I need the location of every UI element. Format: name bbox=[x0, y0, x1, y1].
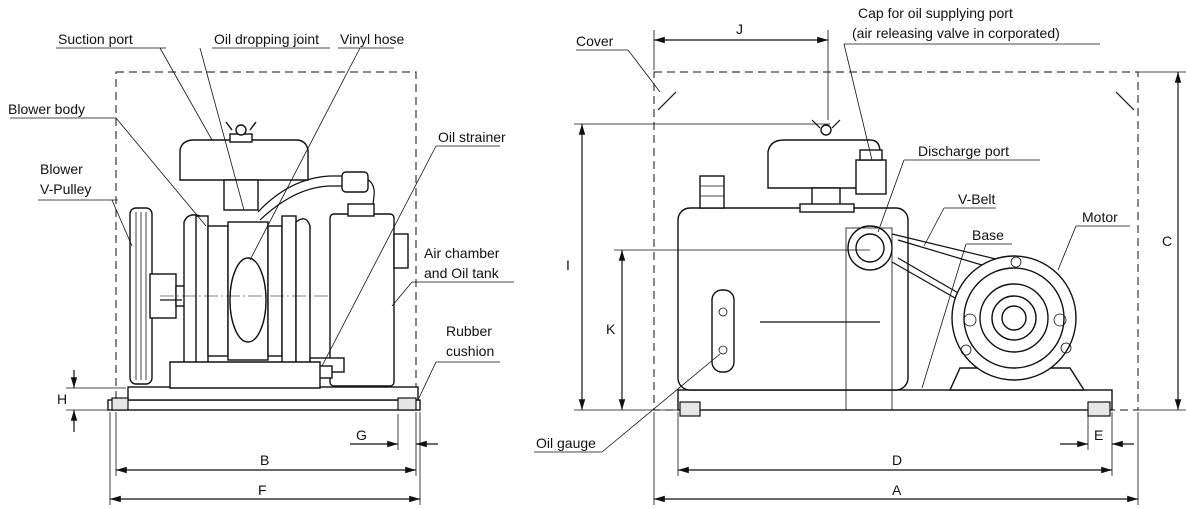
dim-label-h: H bbox=[57, 391, 67, 407]
rubber-cushion-left bbox=[111, 397, 129, 411]
side-base-plate bbox=[107, 399, 421, 411]
label-air-chamber-2: and Oil tank bbox=[424, 265, 500, 281]
side-vinyl-hose bbox=[257, 175, 375, 215]
label-v-belt: V-Belt bbox=[958, 191, 995, 207]
label-oil-gauge: Oil gauge bbox=[536, 435, 596, 451]
label-blower-vpulley-1: Blower bbox=[40, 161, 83, 177]
dim-label-i: I bbox=[566, 257, 570, 273]
air-chamber-oil-tank bbox=[309, 203, 409, 387]
front-cover-outline bbox=[653, 71, 1139, 411]
dim-label-d: D bbox=[892, 452, 902, 468]
suction-port-cap bbox=[179, 121, 309, 211]
side-dimensions: B F G H bbox=[57, 370, 438, 505]
front-view bbox=[653, 71, 1139, 417]
label-discharge-port: Discharge port bbox=[918, 143, 1009, 159]
dim-label-g: G bbox=[356, 427, 367, 443]
side-view bbox=[107, 71, 421, 411]
dim-label-k: K bbox=[606, 321, 616, 337]
label-oil-dropping-joint: Oil dropping joint bbox=[214, 31, 319, 47]
dim-label-e: E bbox=[1094, 427, 1103, 443]
front-base bbox=[677, 389, 1113, 411]
label-cap-1: Cap for oil supplying port bbox=[858, 5, 1013, 21]
label-air-chamber-1: Air chamber bbox=[424, 245, 500, 261]
front-dimensions: J C I K A D E bbox=[566, 21, 1186, 505]
dim-label-j: J bbox=[736, 21, 743, 37]
label-rubber-cushion-1: Rubber bbox=[446, 323, 492, 339]
motor bbox=[948, 255, 1086, 391]
rubber-cushion-right bbox=[397, 397, 417, 411]
label-blower-vpulley-2: V-Pulley bbox=[40, 181, 91, 197]
front-leaders: Cover Cap for oil supplying port (air re… bbox=[534, 5, 1130, 453]
blower-body bbox=[160, 214, 330, 374]
blower-stand bbox=[169, 361, 321, 389]
label-base: Base bbox=[972, 227, 1004, 243]
label-blower-body: Blower body bbox=[8, 101, 85, 117]
label-cap-2: (air releasing valve in corporated) bbox=[852, 25, 1060, 41]
dim-label-f: F bbox=[258, 482, 267, 498]
side-base-frame bbox=[127, 386, 419, 401]
dim-label-a: A bbox=[892, 482, 902, 498]
oil-supply-cap bbox=[855, 159, 887, 195]
label-vinyl-hose: Vinyl hose bbox=[340, 31, 405, 47]
label-oil-strainer: Oil strainer bbox=[438, 129, 506, 145]
dim-label-c: C bbox=[1162, 233, 1172, 249]
label-suction-port: Suction port bbox=[58, 31, 133, 47]
side-leaders: Suction port Oil dropping joint Vinyl ho… bbox=[8, 31, 514, 401]
dim-label-b: B bbox=[260, 452, 269, 468]
label-cover: Cover bbox=[576, 33, 614, 49]
label-motor: Motor bbox=[1082, 209, 1118, 225]
label-rubber-cushion-2: cushion bbox=[446, 343, 494, 359]
oil-gauge-window bbox=[711, 289, 735, 373]
